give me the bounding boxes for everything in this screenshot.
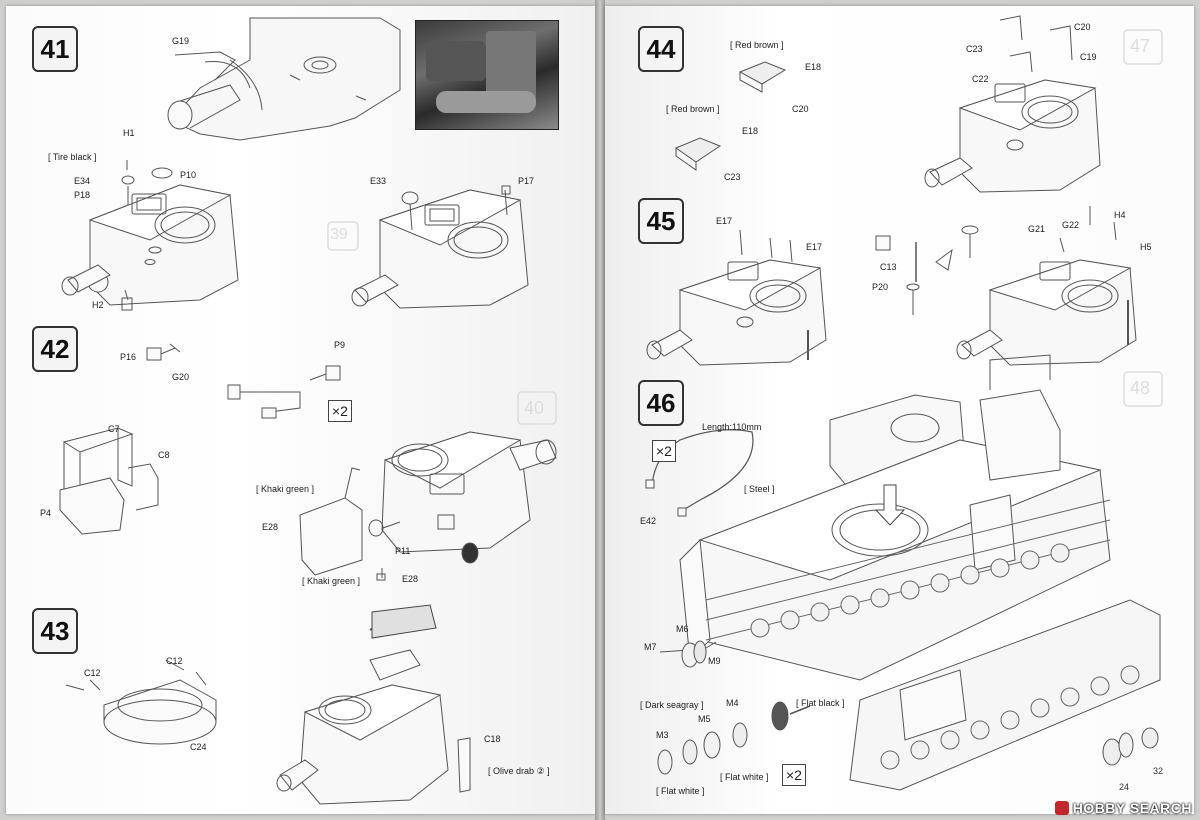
step42-parts-p16-p9 [146, 343, 341, 419]
part-label: P16 [120, 352, 137, 362]
part-label: C18 [484, 734, 501, 744]
part-label: E17 [716, 216, 733, 226]
part-label: M7 [644, 642, 657, 652]
paint-callout: [ Khaki green ] [256, 484, 315, 494]
page-marker: 32 [1152, 766, 1163, 776]
part-label: E34 [74, 176, 91, 186]
part-label: M9 [708, 656, 721, 666]
part-label: E28 [402, 574, 419, 584]
paint-callout: [ Olive drab ② ] [488, 766, 550, 776]
ghost-page-number: 47 [1130, 36, 1151, 56]
step46-idler-wheel [659, 640, 717, 668]
part-label: C13 [880, 262, 897, 272]
part-label: H4 [1114, 210, 1126, 220]
part-label: C20 [792, 104, 809, 114]
step-number-46: 46 [638, 380, 684, 426]
multiplier-x2: ×2 [782, 764, 806, 786]
part-label: P18 [74, 190, 91, 200]
page-gutter [595, 0, 605, 820]
part-label: G20 [172, 372, 190, 382]
left-page [6, 6, 595, 814]
cable-length-note: Length:110mm [702, 422, 762, 432]
part-label: E18 [742, 126, 759, 136]
part-label: M5 [698, 714, 711, 724]
paint-callout: [ Flat white ] [720, 772, 769, 782]
paint-callout: [ Khaki green ] [302, 576, 361, 586]
step42-turret [299, 431, 557, 581]
multiplier-x2: ×2 [652, 440, 676, 462]
paint-callout: [ Steel ] [744, 484, 775, 494]
part-label: P11 [395, 546, 411, 556]
step-number-42: 42 [32, 326, 78, 372]
ghost-page-number: 48 [1130, 378, 1151, 398]
multiplier-x2: ×2 [328, 400, 352, 422]
step41-mantlet-g19 [167, 51, 263, 130]
part-label: C12 [84, 668, 101, 678]
step44-parts [674, 61, 787, 171]
watermark: HOBBY SEARCH [1054, 800, 1192, 816]
step45-antenna-parts [875, 225, 979, 315]
paint-callout: [ Red brown ] [730, 40, 784, 50]
hobby-search-logo-icon [1054, 801, 1069, 815]
step46-assembly-arrow [874, 484, 906, 526]
page-marker: 24 [1118, 782, 1129, 792]
step-number-44: 44 [638, 26, 684, 72]
step41-turret-top-part [169, 17, 401, 141]
step46-road-wheel [657, 701, 1159, 775]
part-label: H2 [92, 300, 104, 310]
ghost-marks [327, 29, 1163, 425]
step44-turret [924, 15, 1101, 193]
step43-hatch-ring [65, 659, 217, 745]
paint-callout: [ Flat black ] [796, 698, 845, 708]
part-label: E42 [640, 516, 657, 526]
part-label: G19 [172, 36, 190, 46]
reference-photo [415, 20, 559, 130]
paint-callout: [ Red brown ] [666, 104, 720, 114]
ghost-page-number: 39 [330, 226, 348, 243]
part-label: C7 [108, 424, 120, 434]
step-number-43: 43 [32, 608, 78, 654]
step-number-45: 45 [638, 198, 684, 244]
part-label: M4 [726, 698, 739, 708]
step41-turret-right [351, 185, 529, 309]
part-label: P4 [40, 508, 52, 518]
part-label: P20 [872, 282, 889, 292]
part-label: C22 [972, 74, 989, 84]
part-label: E18 [805, 62, 822, 72]
step43-turret [276, 604, 471, 805]
part-label: C23 [966, 44, 983, 54]
step42-parts-c7-c8-p4 [59, 427, 159, 535]
step41-turret-left [61, 160, 239, 311]
ghost-page-number: 40 [524, 398, 545, 418]
part-label: C8 [158, 450, 170, 460]
paint-callout: [ Dark seagray ] [640, 700, 704, 710]
part-label: C23 [724, 172, 741, 182]
part-label: P17 [518, 176, 535, 186]
part-label: H5 [1140, 242, 1152, 252]
part-label: C12 [166, 656, 183, 666]
part-label: C19 [1080, 52, 1097, 62]
part-label: C24 [190, 742, 207, 752]
step45-turret-right [956, 206, 1137, 366]
part-label: C20 [1074, 22, 1091, 32]
watermark-text: HOBBY SEARCH [1072, 800, 1192, 816]
part-label: M3 [656, 730, 669, 740]
paint-callout: [ Tire black ] [48, 152, 97, 162]
part-label: G21 [1028, 224, 1046, 234]
step-number-41: 41 [32, 26, 78, 72]
part-label: P9 [334, 340, 346, 350]
part-label: E17 [806, 242, 823, 252]
part-label: H1 [123, 128, 135, 138]
step45-turret-left [646, 229, 827, 366]
step46-tank-assembly [679, 354, 1161, 791]
paint-callout: [ Flat white ] [656, 786, 705, 796]
part-label: E28 [262, 522, 279, 532]
part-label: P10 [180, 170, 197, 180]
part-label: M6 [676, 624, 689, 634]
part-label: G22 [1062, 220, 1080, 230]
part-label: E33 [370, 176, 387, 186]
